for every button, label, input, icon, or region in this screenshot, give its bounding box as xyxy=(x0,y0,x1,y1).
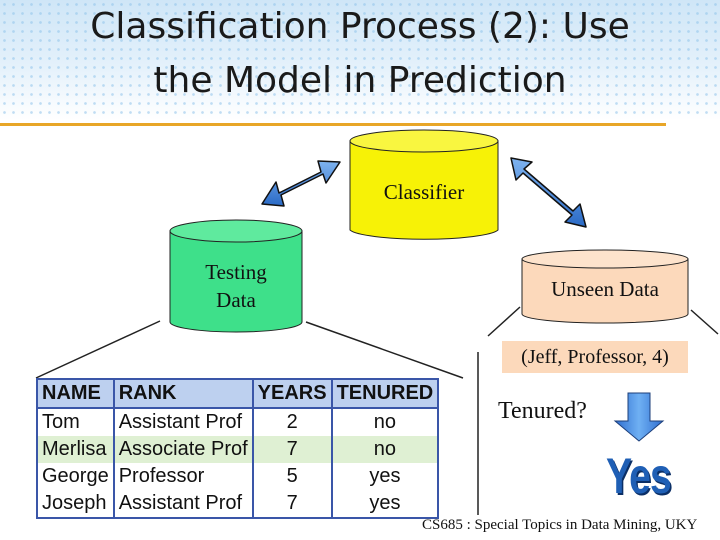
down-arrow-icon xyxy=(613,392,665,442)
testing-classifier-arrow xyxy=(261,160,341,207)
table-header-row: NAME RANK YEARS TENURED xyxy=(37,379,439,409)
table-cell: Joseph xyxy=(42,492,107,514)
table-cell: no xyxy=(330,408,439,436)
testing-data-label: Testing Data xyxy=(205,260,267,312)
table-cell: 7 xyxy=(251,436,332,463)
table-cell: Merlisa xyxy=(37,436,114,463)
column-header: TENURED xyxy=(330,379,439,409)
table-cell: Associate Prof xyxy=(112,436,253,463)
unseen-data-cylinder xyxy=(521,249,689,324)
table-cell: Tom xyxy=(42,411,80,433)
testing-data-table: NAME RANK YEARS TENURED Tom Assistant Pr… xyxy=(36,378,440,519)
table-row: George Professor 5 yes xyxy=(37,463,439,490)
prediction-question: Tenured? xyxy=(498,398,587,424)
column-header: NAME xyxy=(37,379,114,409)
table-cell: 2 xyxy=(251,408,332,436)
table-cell: no xyxy=(330,436,439,463)
column-header: YEARS xyxy=(251,379,332,409)
classifier-label: Classifier xyxy=(383,180,465,204)
testing-table-connector-right xyxy=(305,321,464,379)
query-tuple: (Jeff, Professor, 4) xyxy=(502,341,688,373)
table-row: Tom Assistant Prof 2 no xyxy=(37,408,439,436)
table-cell: 5 xyxy=(251,463,332,490)
classifier-cylinder xyxy=(349,129,499,240)
prediction-answer: Yes xyxy=(606,448,672,504)
title-banner xyxy=(0,0,720,120)
column-header: RANK xyxy=(112,379,253,409)
table-cell: George xyxy=(42,465,109,487)
table-row: Merlisa Associate Prof 7 no xyxy=(37,436,439,463)
unseen-query-connector-left xyxy=(487,306,521,337)
classifier-unseen-arrow xyxy=(510,157,587,228)
testing-data-cylinder xyxy=(169,219,303,333)
table-cell: 7 xyxy=(251,490,332,518)
table-row: Joseph Assistant Prof 7 yes xyxy=(37,490,439,518)
table-cell: Professor xyxy=(112,463,253,490)
slide-footer: CS685 : Special Topics in Data Mining, U… xyxy=(422,517,698,533)
table-cell: yes xyxy=(330,490,439,518)
testing-table-connector-left xyxy=(35,320,161,379)
table-cell: Assistant Prof xyxy=(112,490,253,518)
unseen-query-connector-right xyxy=(690,309,719,335)
slide-title: Classification Process (2): Use the Mode… xyxy=(90,6,630,101)
unseen-data-label: Unseen Data xyxy=(551,277,659,301)
table-cell: Assistant Prof xyxy=(112,408,253,436)
title-underline xyxy=(0,123,666,126)
table-cell: yes xyxy=(330,463,439,490)
